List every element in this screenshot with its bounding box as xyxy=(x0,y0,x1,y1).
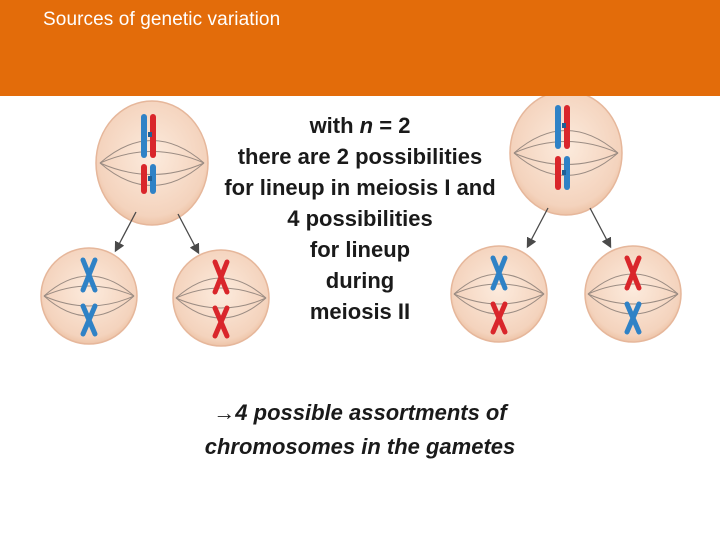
explanation-text: with n = 2 there are 2 possibilities for… xyxy=(180,110,540,327)
conclusion-line: 4 possible assortments of xyxy=(235,400,507,425)
arrow-right-2 xyxy=(589,207,612,249)
metaphase-cell-2 xyxy=(172,249,270,347)
metaphase-cell-3 xyxy=(450,245,548,343)
explanation-line: there are 2 possibilities xyxy=(237,144,483,169)
conclusion-text: →4 possible assortments of chromosomes i… xyxy=(140,396,580,464)
chromosome-pair-bottom xyxy=(555,156,570,190)
metaphase-cell-4 xyxy=(584,245,682,343)
parent-cell-left xyxy=(95,100,209,226)
explanation-line: during xyxy=(325,268,395,293)
metaphase-cell-1 xyxy=(40,247,138,345)
explanation-line: for lineup xyxy=(309,237,411,262)
line-n-equals: with n = 2 xyxy=(309,113,411,138)
arrow-left-1 xyxy=(114,211,137,253)
slide-title: Sources of genetic variation xyxy=(43,9,281,30)
arrow-left-2 xyxy=(177,213,200,255)
parent-cell-right xyxy=(509,96,623,216)
explanation-line: for lineup in meiosis I and xyxy=(224,175,496,200)
conclusion-line: chromosomes in the gametes xyxy=(204,434,516,459)
arrow-right-1 xyxy=(526,207,549,249)
meiosis-lineup-diagram xyxy=(40,96,682,347)
chromosome-pair-top xyxy=(555,105,570,149)
explanation-line: 4 possibilities xyxy=(287,206,433,231)
right-arrow-icon: → xyxy=(213,400,236,425)
chromosome-pair-top xyxy=(141,114,156,158)
explanation-line: meiosis II xyxy=(309,299,411,324)
title-bar: Sources of genetic variation xyxy=(0,0,720,96)
chromosome-pair-bottom xyxy=(141,164,156,194)
